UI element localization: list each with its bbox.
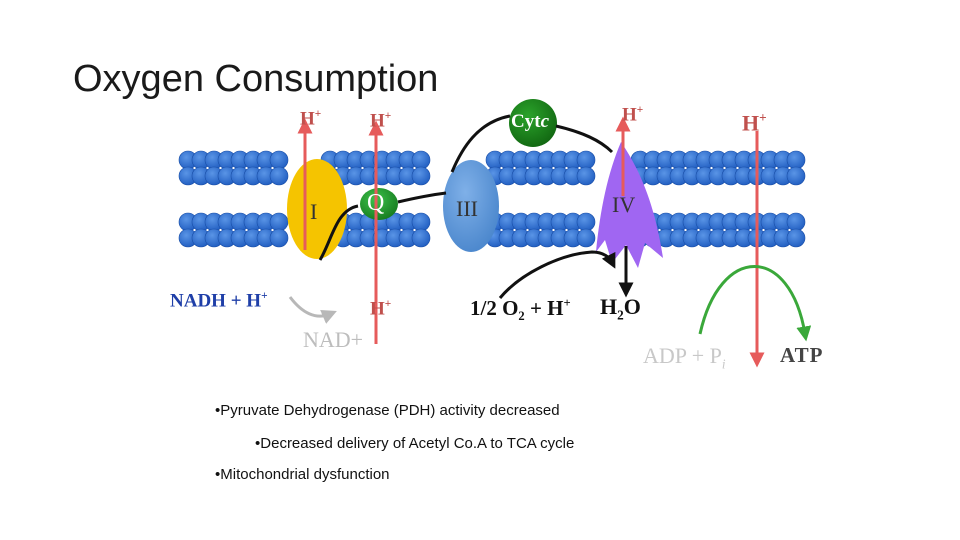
membrane-bead [269,150,289,170]
nadh-label: NADH + H+ [170,290,268,312]
membrane-bead [269,212,289,232]
complex-4-label: IV [612,192,636,217]
adp-to-atp-arrow [698,265,812,342]
bullet-item-3: •Mitochondrial dysfunction [215,466,390,483]
electron-path-cyt-to-4 [555,124,614,154]
quinone-shape [360,188,398,220]
membrane-bead [411,166,431,186]
cytochrome-c-shape [509,99,557,147]
proton-quinone-bottom: H+ [370,298,392,320]
membrane-bead [411,228,431,248]
membrane-bead [411,212,431,232]
complex-3-label: III [456,196,478,221]
electron-path-1-to-q [318,204,359,261]
atp-label: ATP [780,343,824,367]
bullet-text-1: Pyruvate Dehydrogenase (PDH) activity de… [220,402,560,419]
complex-3-shape [443,160,499,252]
membrane-bead [576,212,596,232]
membrane-bead [576,166,596,186]
membrane-bead [786,228,806,248]
nad-label: NAD+ [303,327,364,352]
membrane-bead [576,228,596,248]
proton-atp-synthase: H+ [742,110,767,136]
bullet-item-1: •Pyruvate Dehydrogenase (PDH) activity d… [215,402,560,419]
oxygen-label: 1/2 O2 + H+ [470,296,571,324]
proton-complex-4: H+ [622,104,644,126]
adp-label: ADP + Pi [643,343,726,372]
bullet-text-2: Decreased delivery of Acetyl Co.A to TCA… [260,435,575,452]
complex-1-label: I [310,199,318,224]
water-label: H2O [600,294,641,323]
membrane-bead [786,150,806,170]
complex-4-shape [596,142,663,268]
membrane-bead [269,166,289,186]
membrane-bead [786,166,806,186]
membrane-bead [576,150,596,170]
electron-path-to-oxygen [498,250,616,299]
slide-title: Oxygen Consumption [73,58,439,100]
electron-path-q-to-3 [397,191,447,204]
electron-path-3-to-cyt [450,114,511,173]
membrane-bead [269,228,289,248]
cytochrome-c-label: Cytc [511,111,549,132]
nadh-to-nad-arrow [288,296,337,324]
proton-complex-1: H+ [300,108,322,130]
membrane-bead [411,150,431,170]
bullet-text-3: Mitochondrial dysfunction [220,466,390,483]
membrane-bead [786,212,806,232]
bullet-item-2: •Decreased delivery of Acetyl Co.A to TC… [255,435,575,452]
proton-quinone-top: H+ [370,110,392,132]
quinone-label: Q [367,190,385,216]
